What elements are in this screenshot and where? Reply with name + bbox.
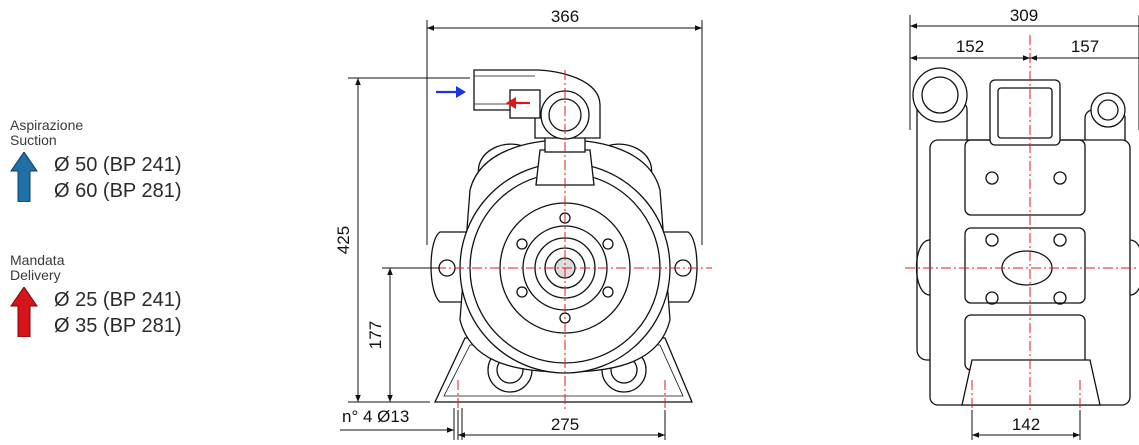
front-flow-arrows [436,86,530,109]
dim-side-left: 152 [956,37,984,56]
delivery-title-en: Delivery [10,267,61,283]
delivery-arrow-icon [10,287,38,337]
dim-base-holes: n° 4 Ø13 [342,407,409,426]
front-view [430,69,698,403]
suction-title-en: Suction [10,132,57,148]
dim-side-right: 157 [1071,37,1099,56]
suction-value-bp281: Ø 60 (BP 281) [54,180,182,202]
dim-side-width: 309 [1010,6,1038,25]
suction-arrow-icon [10,152,38,202]
outlet-arrow-icon [506,97,516,109]
dim-front-height: 425 [334,226,353,254]
suction-title-it: Aspirazione [10,117,84,133]
delivery-legend: Mandata Delivery Ø 25 (BP 241) Ø 35 (BP … [10,253,181,339]
dim-front-width: 366 [551,7,579,26]
dim-side-base: 142 [1012,415,1040,434]
delivery-value-bp281: Ø 35 (BP 281) [54,315,182,337]
delivery-title-it: Mandata [10,252,65,268]
suction-legend: Aspirazione Suction Ø 50 (BP 241) Ø 60 (… [10,118,181,204]
side-axes [905,35,1139,410]
dim-base-holes-spacing: 275 [551,415,579,434]
inlet-arrow-icon [456,86,466,98]
front-dimensions [340,20,703,440]
side-dimensions [909,15,1139,440]
dim-shaft-height: 177 [366,321,385,349]
suction-value-bp241: Ø 50 (BP 241) [54,154,182,176]
delivery-value-bp241: Ø 25 (BP 241) [54,289,182,311]
side-view [912,67,1139,406]
